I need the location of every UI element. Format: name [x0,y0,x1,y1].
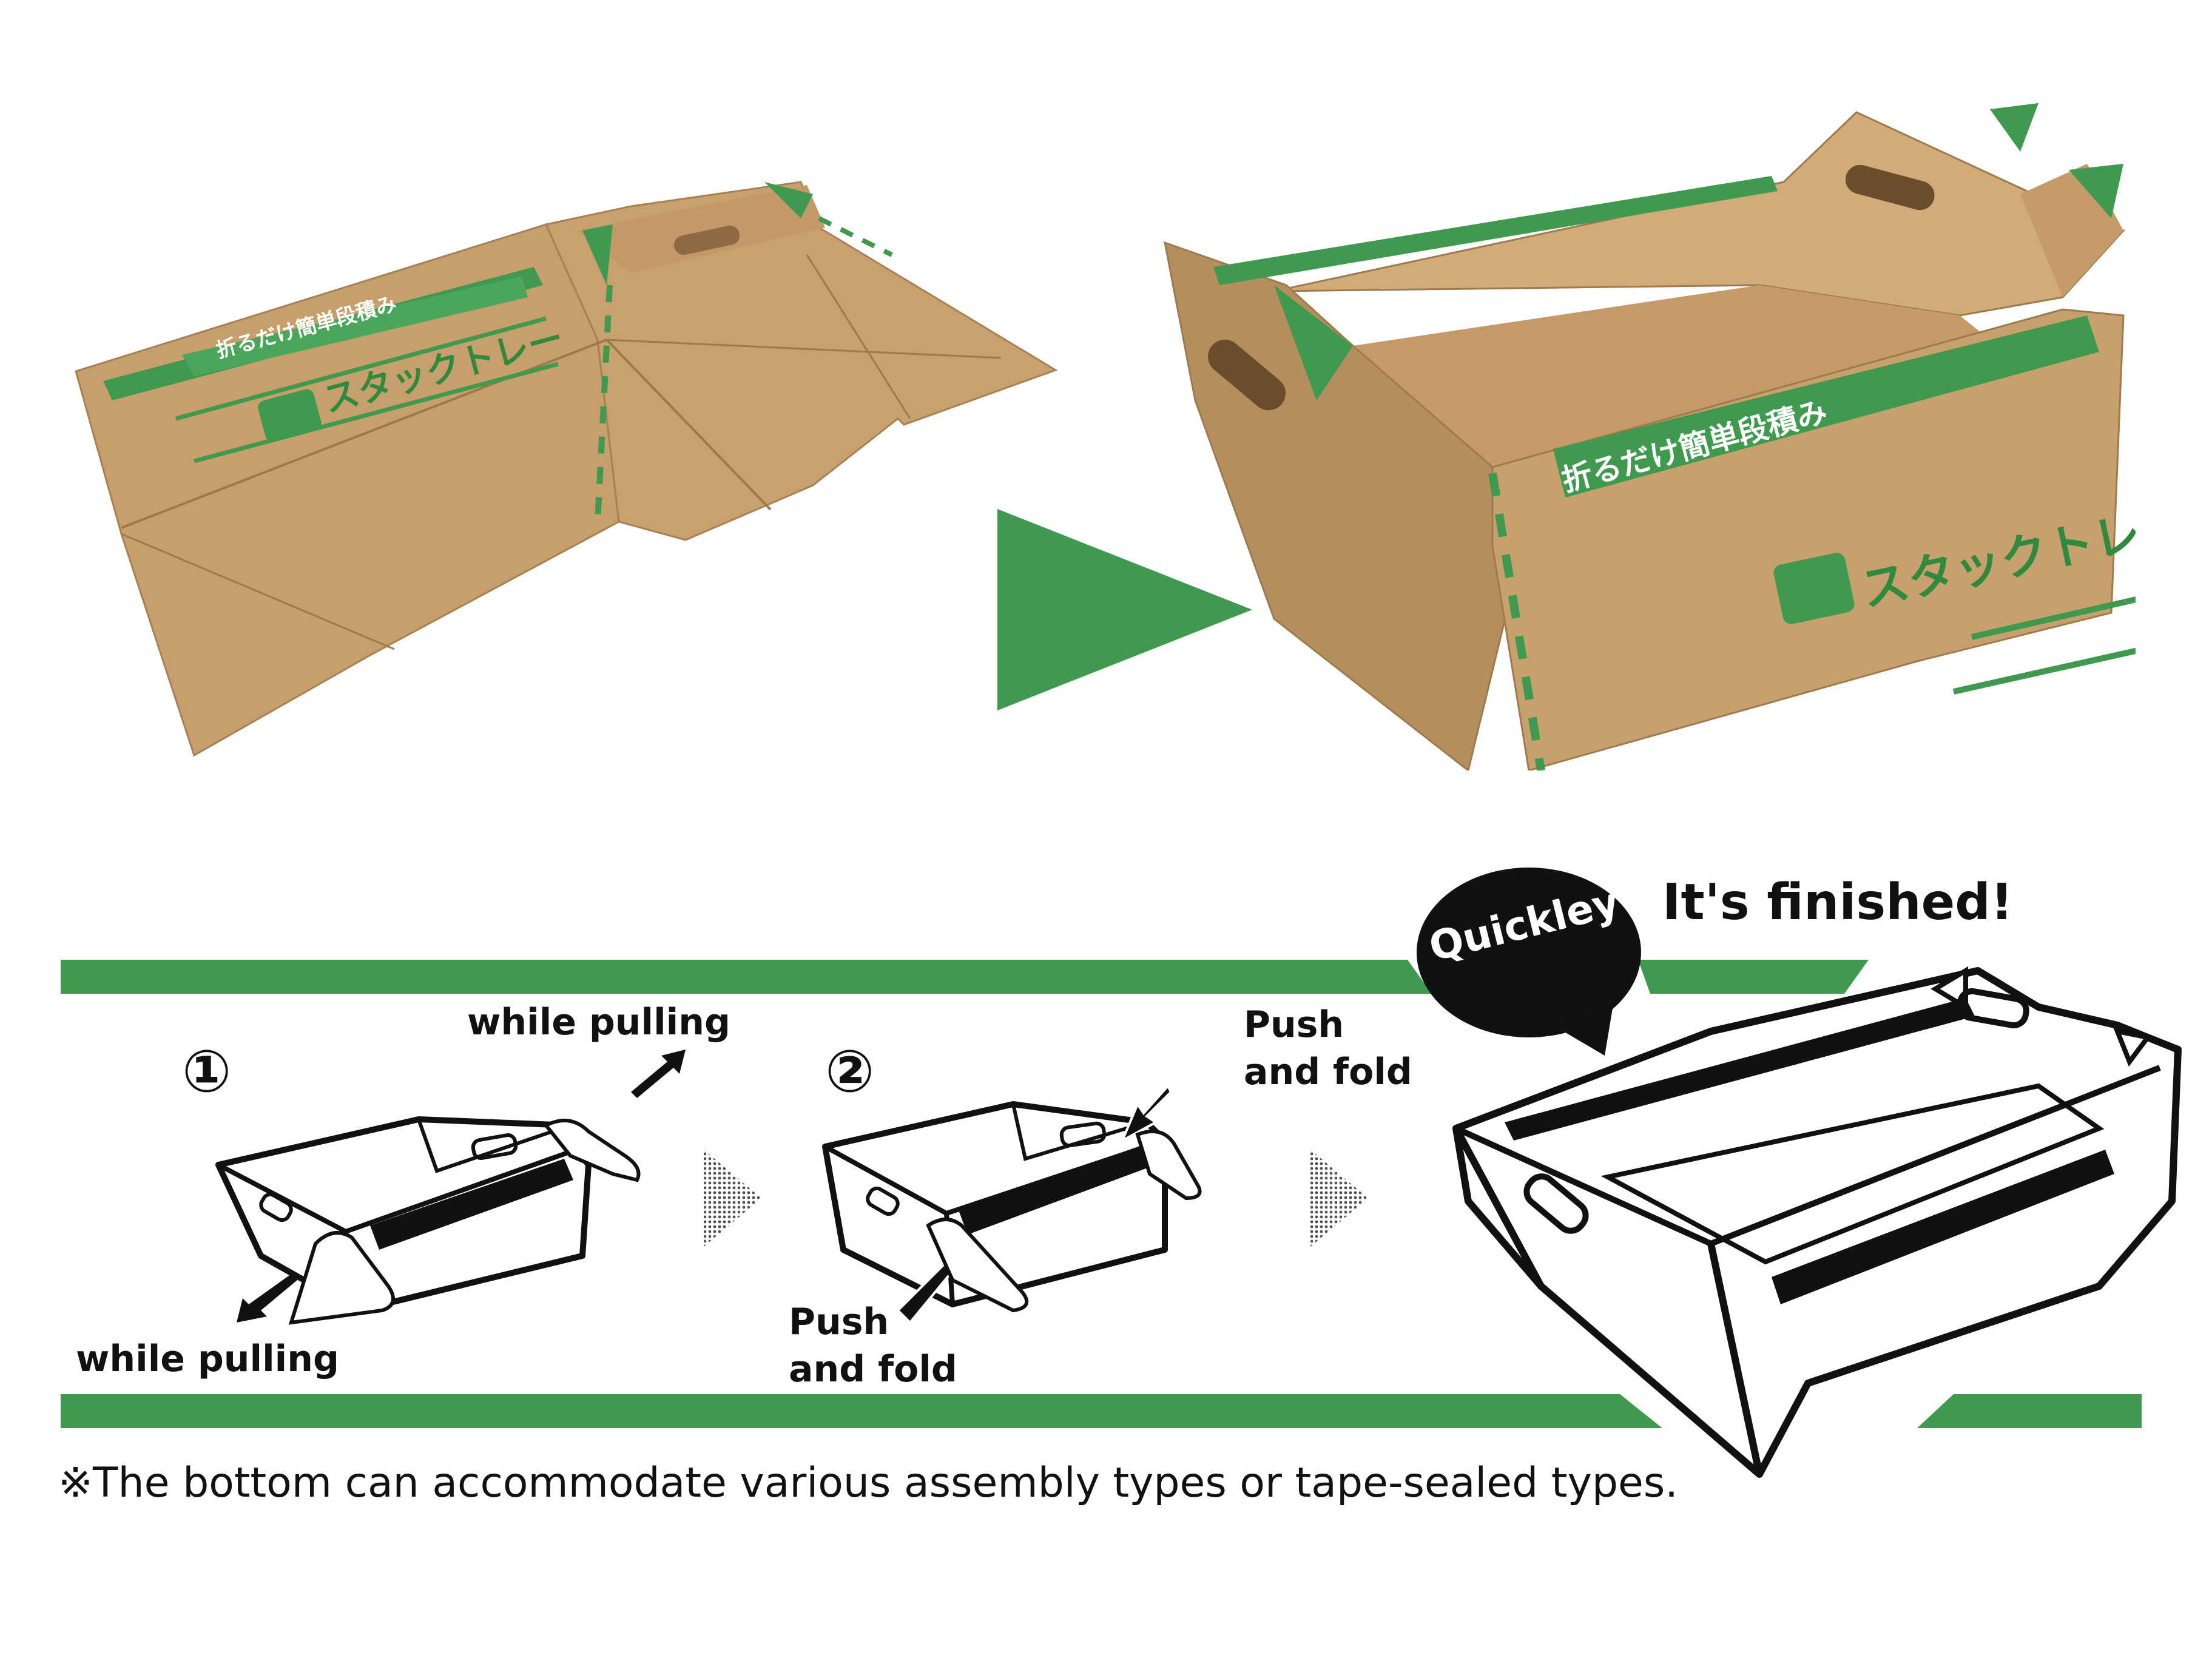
step2-label-top-line1: Push [1244,1003,1344,1046]
step1-illustration [215,1116,641,1325]
assembled-box-photo: 折るだけ簡単段積み スタックトレー [1164,103,2136,770]
finished-headline: It's finished! [1662,874,2014,931]
step2-label-bottom-line2: and fold [789,1348,957,1390]
play-arrow-icon [997,509,1252,710]
step1-label-top: while pulling [467,1001,730,1043]
step2-label-top-line2: and fold [1244,1051,1412,1093]
green-bottom-bar [61,1394,2142,1428]
speech-bubble-icon [1417,868,1641,1056]
flat-box-photo: 折るだけ簡単段積み スタックトレー [75,181,1058,757]
step2-label-top: Push and fold [1244,1001,1412,1096]
step1-arrow-up-icon [631,1050,686,1098]
hand-icon [1135,1130,1202,1201]
dotted-arrow-icon [1310,1150,1368,1247]
dotted-arrow-icon [704,1150,761,1247]
step2-number: ② [825,1037,875,1105]
footnote: ※The bottom can accommodate various asse… [58,1459,1678,1507]
step2-label-bottom: Push and fold [789,1298,957,1393]
step1-arrow-down-icon [237,1274,297,1323]
hand-icon [288,1231,395,1325]
green-top-bar [61,960,1869,994]
step1-label-bottom: while pulling [76,1338,339,1380]
hand-icon [926,1218,1029,1313]
step2-illustration [822,1084,1202,1324]
finished-illustration [1452,966,2182,1478]
step1-number: ① [182,1037,232,1105]
step2-label-bottom-line1: Push [789,1301,889,1343]
hand-icon [543,1119,641,1182]
